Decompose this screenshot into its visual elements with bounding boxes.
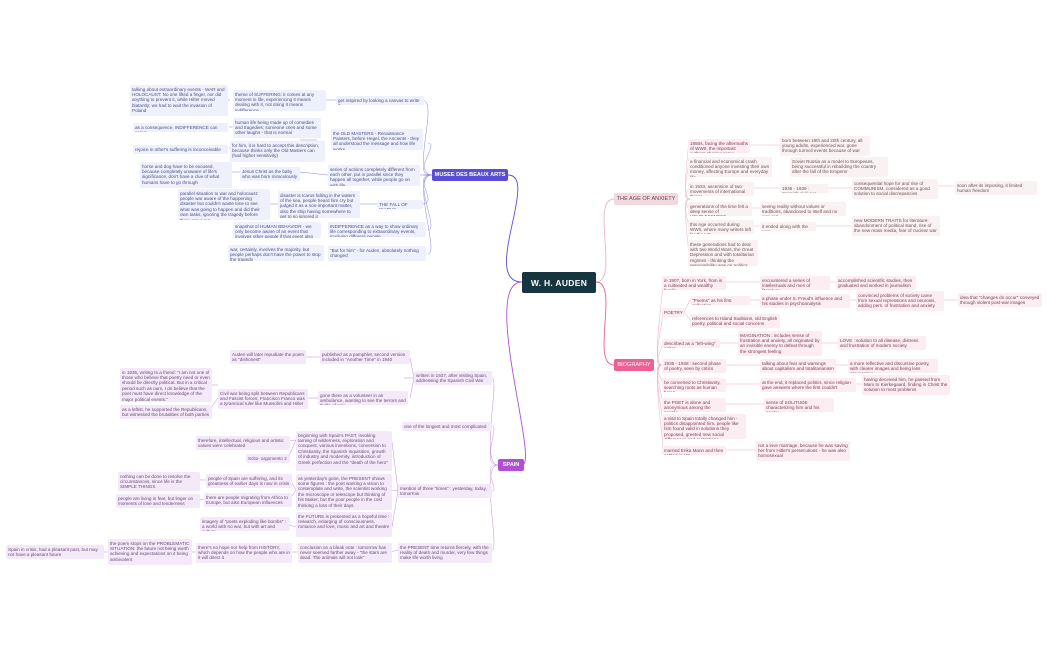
musee-node[interactable]: snapshot of HUMAN BEHAVIOR - we only bec… <box>233 222 321 238</box>
spain-node[interactable]: the FUTURE is presented as a hopeful tim… <box>296 512 392 537</box>
spain-node[interactable]: one of the longest and most complicated <box>402 422 492 431</box>
biography-node[interactable]: married Erika Mann and then settled in U… <box>662 446 726 455</box>
spain-node[interactable]: as a leftist, he supported the Republica… <box>120 405 212 419</box>
spain-node[interactable]: Spain in crisis, had a pleasant past, bu… <box>6 545 104 559</box>
musee-node[interactable]: talking about extraordinary events - WAR… <box>130 85 228 116</box>
biography-node[interactable]: talking about fear and warnings about ca… <box>760 359 836 373</box>
biography-node[interactable]: "Poems" as his first collection <box>690 296 750 305</box>
branch-age-of-anxiety[interactable]: THE AGE OF ANXIETY <box>614 193 678 205</box>
musee-node[interactable]: human life being made up of comedies and… <box>233 118 321 138</box>
biography-node[interactable]: IMAGINATION : includes sense of frustrat… <box>738 331 822 356</box>
musee-node[interactable]: parallel situation to war and holocaust:… <box>178 189 270 220</box>
branch-musee-des-beaux-arts[interactable]: MUSEE DES BEAUX ARTS <box>432 169 508 181</box>
spain-node[interactable]: there's no hope nor help from HISTORY, w… <box>196 543 292 563</box>
biography-node[interactable]: convinced problems of society came from … <box>856 291 944 311</box>
musee-node[interactable]: rejoice in other's suffering is inconcei… <box>133 145 228 154</box>
spain-node[interactable]: there are people migrating from Africa t… <box>204 493 292 507</box>
biography-node[interactable]: described as a "left-wing" writer <box>662 339 720 348</box>
anxiety-node[interactable]: this Age occurred during WWII, where man… <box>688 220 754 234</box>
biography-node[interactable]: idea that "changes do occur" conveyed th… <box>958 293 1042 307</box>
anxiety-node[interactable]: in 1933, ascension of two movements of i… <box>688 182 754 196</box>
musee-node[interactable]: "But for him" - for Auden, absolutely no… <box>328 246 426 261</box>
musee-node[interactable]: disaster is Icarus falling in the waters… <box>278 191 360 218</box>
musee-node[interactable]: horse and dog have to be excused, becaus… <box>140 162 232 188</box>
biography-node[interactable]: at the end, it replaced politics, since … <box>760 378 856 392</box>
spain-node[interactable]: nothing can be done to resolve the circu… <box>118 472 200 491</box>
biography-node[interactable]: in 1907, born in York, from is a cultiva… <box>662 276 726 290</box>
anxiety-node[interactable]: consequential hope for and rise of COMMU… <box>852 179 938 199</box>
anxiety-node[interactable]: 1950s, facing the aftermaths of WWII, th… <box>688 139 750 153</box>
spain-node[interactable]: written in 1937, after visiting Spain, a… <box>414 371 492 385</box>
spain-node[interactable]: people are living in fear, but linger on… <box>116 494 200 508</box>
anxiety-node[interactable]: new MODERN TRAITS for literature: abando… <box>852 216 940 236</box>
spain-node[interactable]: beginning with Spain's PAST, invoking ta… <box>296 431 392 471</box>
branch-spain[interactable]: SPAIN <box>498 459 524 471</box>
musee-node[interactable]: for him, it is hard to accept this descr… <box>230 141 325 162</box>
anxiety-node[interactable]: seeing reality without values or traditi… <box>760 202 846 216</box>
spain-node[interactable]: therefore, intellectual, religious and a… <box>196 436 290 450</box>
biography-node[interactable]: not a love marriage, because he was savi… <box>756 441 850 461</box>
anxiety-node[interactable]: 1936 - 1939 : Spanish civil war <box>780 184 828 193</box>
biography-node[interactable]: a more reflective and discursive poetry,… <box>848 359 938 373</box>
anxiety-node[interactable]: born between 19th and 20th century, all … <box>780 136 870 156</box>
biography-node[interactable]: a visit to Spain totally changed him - p… <box>662 414 746 439</box>
spain-node[interactable]: in 1936, writing to a friend: "I am not … <box>120 368 212 402</box>
biography-node[interactable]: he converted to Christianity, searching … <box>662 378 726 392</box>
musee-node[interactable]: as a consequence, INDIFFERENCE can occur <box>133 123 228 132</box>
anxiety-node[interactable]: Soviet Russia as a model to Europeans, b… <box>790 157 888 177</box>
spain-node[interactable]: Civil war being split between Republican… <box>218 389 308 409</box>
anxiety-node[interactable]: generations of the time felt a deep sens… <box>688 202 752 216</box>
spain-node[interactable]: the PRESENT time returns fiercely, with … <box>398 543 492 563</box>
spain-node[interactable]: Auden will later repudiate the poem as "… <box>230 350 306 364</box>
biography-node[interactable]: a phase under S. Freud's influence and h… <box>760 294 850 308</box>
biography-node[interactable]: LOVE : solution to all disease, distress… <box>838 336 926 350</box>
spain-node[interactable]: the poem stops on the PROBLEMATIC SITUAT… <box>108 539 192 565</box>
biography-node[interactable]: POETRY <box>662 308 684 317</box>
biography-node[interactable]: sense of SOLITUDE characterizing him and… <box>764 398 834 412</box>
branch-biography[interactable]: BIOGRAPHY <box>614 359 654 371</box>
biography-node[interactable]: encountered a series of intellectuals an… <box>760 276 830 290</box>
spain-node[interactable]: Scito- argomento 2 <box>246 454 290 463</box>
musee-node[interactable]: the OLD MASTERS - Renaissance Painters, … <box>331 129 423 150</box>
central-topic[interactable]: W. H. AUDEN <box>522 272 596 293</box>
anxiety-node[interactable]: a financial and economical crash conditi… <box>688 157 772 177</box>
biography-node[interactable]: having deceived him, he passed from Marx… <box>862 375 950 395</box>
spain-node[interactable]: mention of three "times" : yesterday, to… <box>398 484 492 498</box>
musee-node[interactable]: war, certainly, involves the majority, b… <box>228 245 324 261</box>
spain-node[interactable]: gone there as a volunteer in an ambulanc… <box>318 391 408 405</box>
spain-node[interactable]: published as a pamphlet, second version … <box>320 350 410 364</box>
spain-node[interactable]: imagery of "poets exploding like bombs" … <box>200 517 290 531</box>
anxiety-node[interactable]: these generations had to deal with two W… <box>688 240 758 266</box>
anxiety-node[interactable]: it ended along with the war <box>760 222 816 231</box>
biography-node[interactable]: references to Island traditions, old Eng… <box>690 314 780 328</box>
anxiety-node[interactable]: soon after its imposing, it limited huma… <box>955 181 1037 195</box>
biography-node[interactable]: accomplished scientific studies, then gr… <box>836 276 916 290</box>
musee-node[interactable]: THE FALL OF ICARUS <box>377 200 423 209</box>
spain-node[interactable]: as yesterday's gone, the PRESENT shows s… <box>296 474 392 510</box>
musee-node[interactable]: Jesus Christ as the baby who was born mi… <box>240 167 300 181</box>
musee-node[interactable]: INDIFFERENCE as a way to show ordinary l… <box>328 222 426 237</box>
biography-node[interactable]: the POET is alone and anonymous among th… <box>662 398 726 412</box>
biography-node[interactable]: 1935 - 1938 : second phase of poetry, se… <box>662 359 726 373</box>
spain-node[interactable]: people of Spain are suffering, and its g… <box>206 474 292 488</box>
spain-node[interactable]: conclusion on a bleak note : tomorrow ha… <box>298 543 392 563</box>
musee-node[interactable]: theme of SUFFERING: it comes at any mome… <box>233 90 326 111</box>
musee-node[interactable]: series of actions completely different f… <box>328 165 420 186</box>
musee-node[interactable]: get inspired by looking a canvas to writ… <box>336 96 424 105</box>
